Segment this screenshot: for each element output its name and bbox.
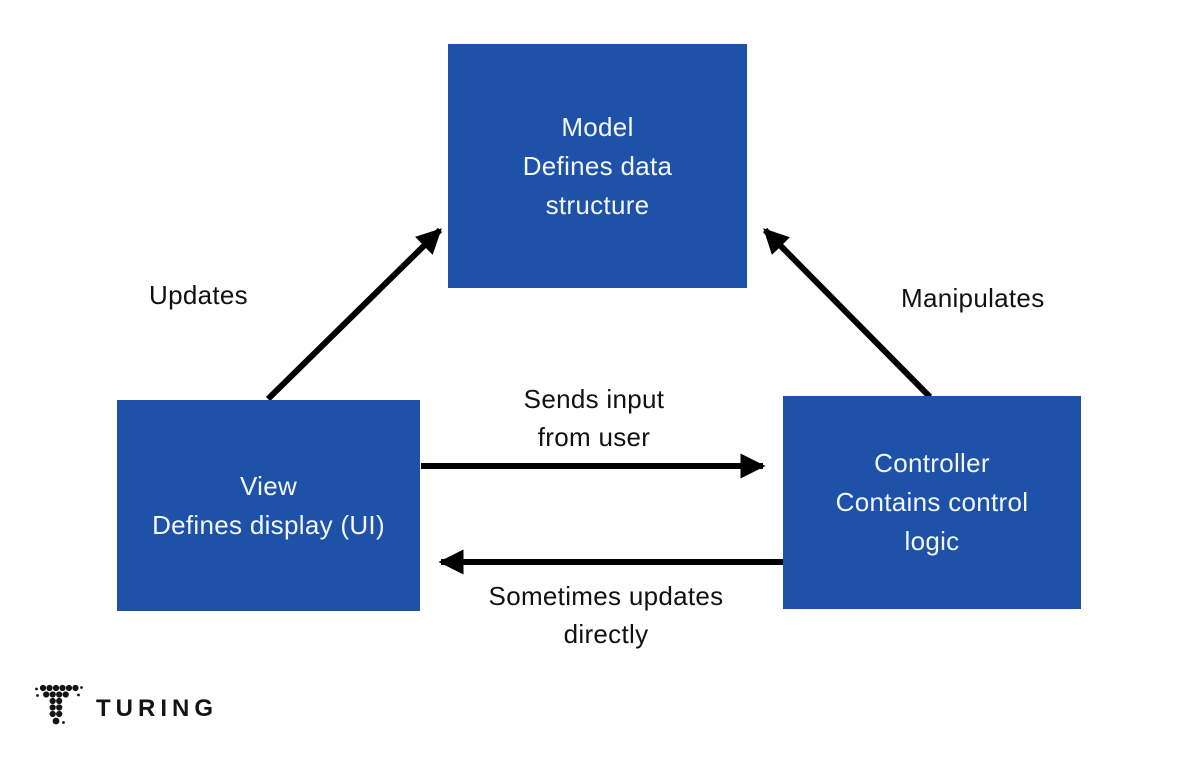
updates-arrow-label: Updates (149, 276, 248, 314)
sometimes-updates-label-line1: Sometimes updates (488, 581, 724, 611)
node-model-title: Model (561, 111, 634, 142)
manipulates-label-line1: Manipulates (901, 283, 1045, 313)
node-controller-title: Controller (874, 448, 990, 478)
sends-input-label-line2: from user (537, 422, 651, 452)
manipulates-arrow (762, 227, 933, 400)
node-controller-desc-line2: logic (904, 526, 960, 556)
sends-input-label-line1: Sends input (523, 384, 665, 414)
node-model-desc-line2: structure (545, 189, 650, 220)
sends-input-arrow-label: Sends input from user (524, 380, 665, 456)
turing-brand-lockup: TURING (34, 682, 218, 736)
turing-dotted-t-logo-icon (35, 684, 83, 725)
sometimes-updates-arrow-label: Sometimes updates directly (489, 577, 724, 653)
sometimes-updates-label-line2: directly (563, 619, 649, 649)
updates-label-line1: Updates (149, 280, 248, 310)
node-view-title: View (239, 470, 298, 501)
updates-arrow (265, 227, 443, 402)
node-controller: Controller Contains control logic (783, 396, 1081, 609)
node-model-desc-line1: Defines data (522, 150, 673, 181)
manipulates-arrow-label: Manipulates (901, 279, 1045, 317)
node-controller-desc-line1: Contains control (835, 487, 1029, 517)
node-model: Model Defines data structure (448, 44, 747, 288)
node-view-desc-line1: Defines display (UI) (152, 509, 385, 540)
brand-name: TURING (96, 695, 218, 722)
node-view: View Defines display (UI) (117, 400, 420, 611)
